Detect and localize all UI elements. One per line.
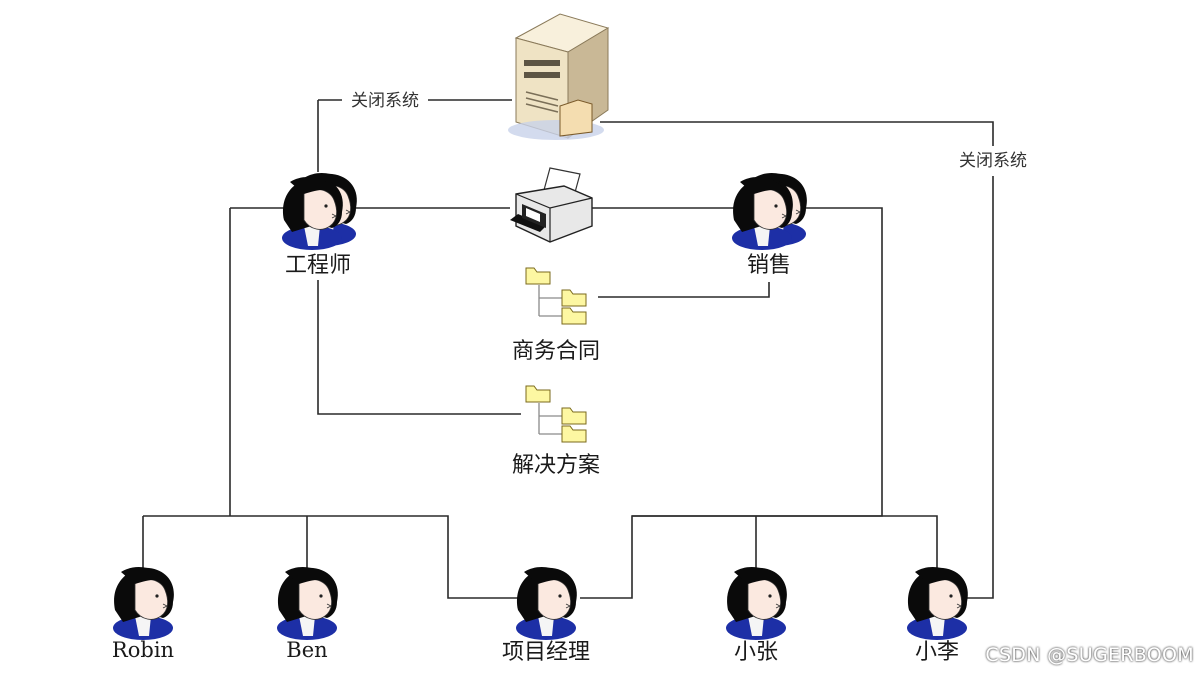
pm-label: 项目经理: [502, 640, 590, 665]
folder-tree-icon[interactable]: [526, 386, 586, 442]
xiaozhang-person-icon[interactable]: [725, 566, 788, 641]
folder-tree-icon[interactable]: [526, 268, 586, 324]
sales-label: 销售: [747, 253, 791, 278]
xiaoli-person-icon[interactable]: [906, 566, 969, 641]
xiaoli-label: 小李: [915, 640, 959, 665]
solutions-label: 解决方案: [512, 453, 600, 478]
engineer-label: 工程师: [285, 253, 351, 278]
shutdown-label-left: 关闭系统: [351, 91, 419, 111]
sales-person-icon[interactable]: [732, 173, 807, 250]
ben-label: Ben: [286, 638, 327, 662]
watermark: CSDN @SUGERBOOM: [985, 644, 1194, 666]
contracts-label: 商务合同: [512, 339, 600, 364]
xiaozhang-label: 小张: [734, 640, 778, 665]
printer-icon[interactable]: [510, 167, 593, 243]
robin-label: Robin: [112, 638, 174, 662]
robin-person-icon[interactable]: [112, 566, 175, 641]
engineer-person-icon[interactable]: [282, 173, 357, 250]
shutdown-label-right: 关闭系统: [959, 151, 1027, 171]
pm-person-icon[interactable]: [515, 566, 578, 641]
server-icon[interactable]: [508, 13, 610, 140]
connectors: [142, 99, 994, 599]
ben-person-icon[interactable]: [276, 566, 339, 641]
